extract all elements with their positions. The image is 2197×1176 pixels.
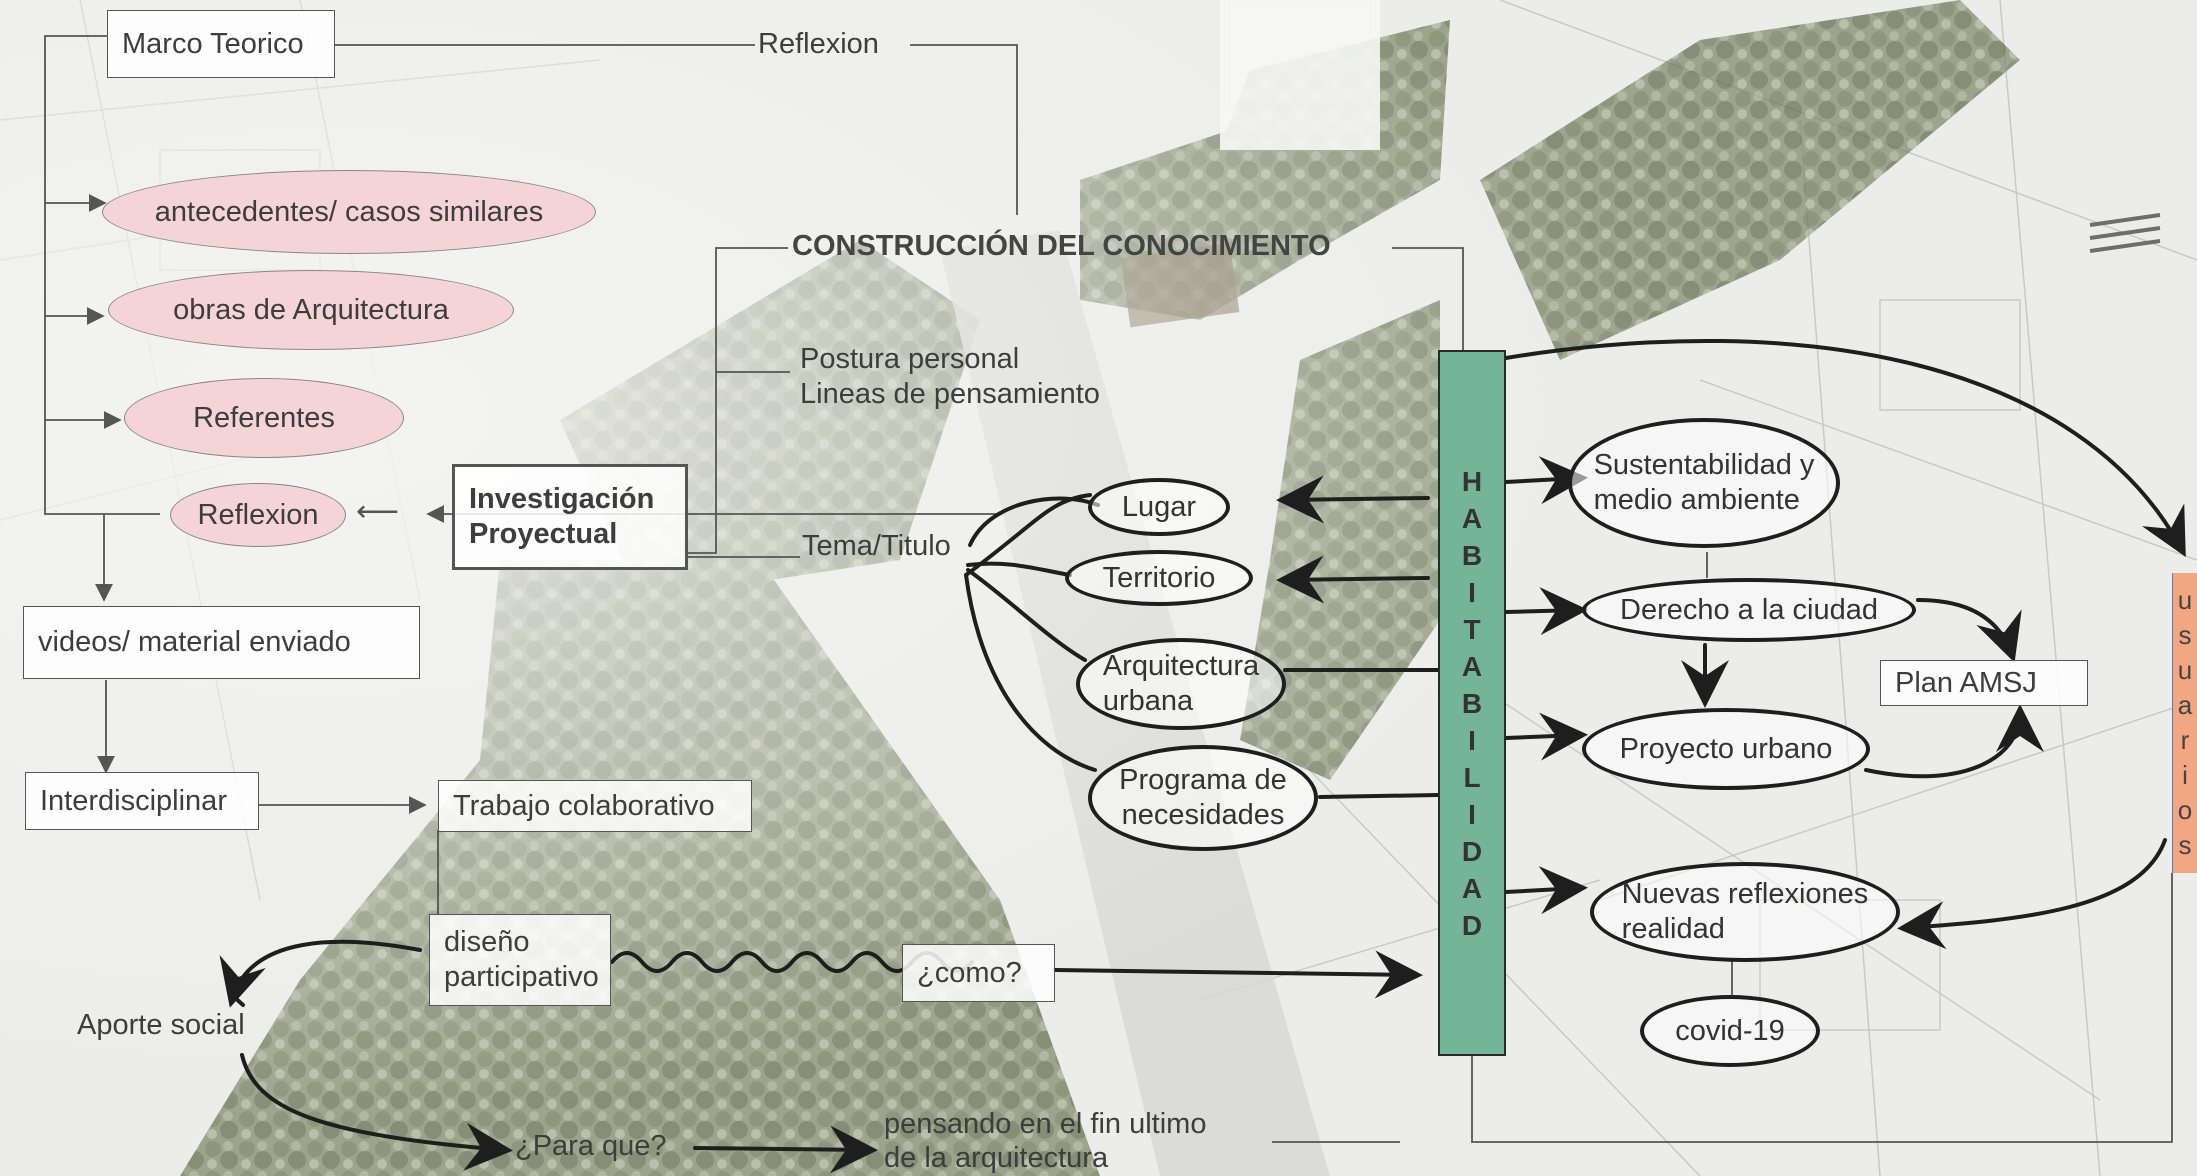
usuarios-letter: r: [2180, 725, 2190, 755]
arquitectura-urbana-node: Arquitectura urbana: [1076, 638, 1286, 730]
programa-necesidades-node: Programa de necesidades: [1088, 745, 1318, 851]
hab-letter: A: [1461, 502, 1483, 534]
usuarios-letter: o: [2177, 795, 2193, 825]
usuarios-letter: u: [2177, 655, 2193, 685]
videos-box: videos/ material enviado: [23, 606, 420, 679]
usuarios-letter: a: [2177, 690, 2193, 720]
hab-letter: I: [1468, 576, 1476, 608]
hab-letter: D: [1461, 835, 1483, 867]
hab-letter: H: [1461, 465, 1483, 497]
territorio-node: Territorio: [1065, 550, 1253, 606]
habitabilidad-bar: H A B I T A B I L I D A D: [1438, 350, 1506, 1056]
covid-node: covid-19: [1640, 995, 1820, 1067]
derecho-ciudad-node: Derecho a la ciudad: [1582, 578, 1916, 642]
usuarios-letter: s: [2178, 830, 2192, 860]
plan-amsj-box: Plan AMSJ: [1880, 660, 2088, 706]
hab-letter: B: [1461, 687, 1483, 719]
trabajo-colaborativo-box: Trabajo colaborativo: [438, 780, 752, 832]
sustentabilidad-node: Sustentabilidad y medio ambiente: [1568, 418, 1840, 548]
para-que-label: ¿Para que?: [515, 1130, 667, 1162]
como-box: ¿como?: [902, 944, 1055, 1002]
tema-titulo-label: Tema/Titulo: [802, 530, 951, 562]
hab-letter: I: [1468, 798, 1476, 830]
pensando-label: pensando en el fin ultimo de la arquitec…: [884, 1108, 1207, 1175]
nuevas-reflexiones-node: Nuevas reflexiones realidad: [1590, 862, 1900, 962]
postura-label: Postura personal Lineas de pensamiento: [800, 343, 1100, 410]
usuarios-letter: s: [2178, 620, 2192, 650]
lugar-node: Lugar: [1088, 478, 1230, 536]
obras-arquitectura-oval: obras de Arquitectura: [108, 270, 514, 350]
usuarios-letter: u: [2177, 585, 2193, 615]
proyecto-urbano-node: Proyecto urbano: [1582, 708, 1870, 790]
diseno-participativo-box: diseño participativo: [429, 914, 611, 1006]
hab-letter: D: [1461, 909, 1483, 941]
construccion-title: CONSTRUCCIÓN DEL CONOCIMIENTO: [792, 230, 1331, 262]
hab-letter: L: [1463, 761, 1481, 793]
hab-letter: I: [1468, 724, 1476, 756]
aporte-social-label: Aporte social: [77, 1009, 245, 1041]
referentes-oval: Referentes: [124, 378, 404, 458]
investigacion-proyectual-box: Investigación Proyectual: [452, 464, 688, 570]
reflexion-oval: Reflexion: [170, 483, 346, 547]
hab-letter: T: [1463, 613, 1481, 645]
interdisciplinar-box: Interdisciplinar: [25, 772, 259, 830]
antecedentes-oval: antecedentes/ casos similares: [102, 170, 596, 254]
usuarios-bar: u s u a r i o s: [2172, 573, 2197, 873]
reflexion-top-label: Reflexion: [758, 28, 879, 60]
marco-teorico-box: Marco Teorico: [107, 10, 335, 78]
hab-letter: A: [1461, 872, 1483, 904]
hab-letter: B: [1461, 539, 1483, 571]
hab-letter: A: [1461, 650, 1483, 682]
left-arrow-glyph: ⟵: [356, 495, 400, 528]
usuarios-letter: i: [2182, 760, 2188, 790]
